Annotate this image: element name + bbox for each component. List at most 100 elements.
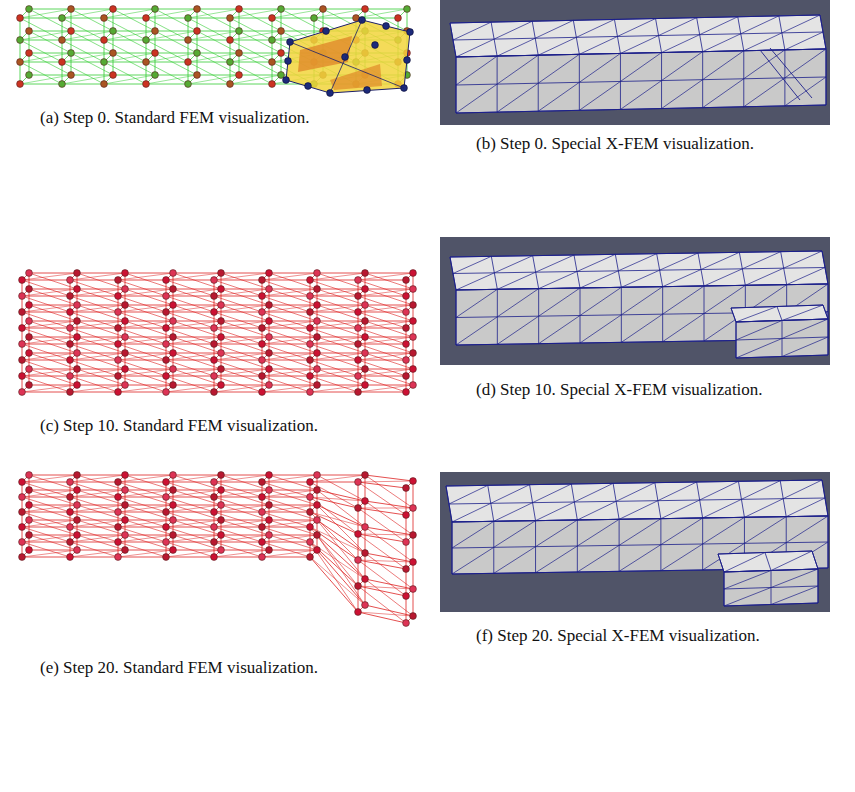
mesh-line [539, 288, 580, 316]
mesh-line [787, 268, 825, 285]
mesh-node [211, 509, 218, 516]
mesh-node [163, 524, 170, 531]
mesh-line [736, 339, 782, 359]
mesh-node [211, 341, 218, 348]
mesh-line [456, 284, 828, 290]
mesh-line [724, 571, 771, 590]
mesh-node [314, 502, 321, 509]
mesh-line [365, 527, 366, 553]
mesh-node [211, 479, 218, 486]
mesh-line [230, 18, 272, 19]
mesh-line [703, 34, 741, 52]
mesh-line [453, 32, 823, 40]
mesh-node [211, 389, 218, 396]
mesh-line [446, 480, 822, 486]
mesh-line [230, 62, 272, 63]
mesh-line [269, 273, 317, 274]
mesh-node [19, 341, 26, 348]
panel-background [440, 472, 830, 612]
mesh-line [621, 287, 662, 315]
mesh-node [259, 524, 266, 531]
mesh-node [170, 366, 177, 373]
mesh-line [20, 40, 62, 41]
mesh-node [74, 270, 81, 277]
mesh-node [307, 524, 314, 531]
mesh-line [310, 512, 358, 560]
mesh-node [362, 524, 369, 531]
mesh-node [163, 277, 170, 284]
mesh-line [619, 545, 661, 572]
mesh-node [227, 59, 234, 66]
mesh-node [362, 382, 369, 389]
mesh-node [110, 6, 117, 13]
mesh-line [62, 18, 104, 19]
mesh-node [163, 309, 170, 316]
mesh-node [410, 586, 417, 593]
mesh-node [122, 532, 129, 539]
mesh-line [456, 273, 494, 290]
mesh-node [122, 382, 129, 389]
mesh-line [456, 39, 494, 57]
mesh-node [26, 302, 33, 309]
mesh-node [403, 373, 410, 380]
mesh-node [26, 532, 33, 539]
mesh-node [17, 81, 24, 88]
mesh-node [163, 389, 170, 396]
mesh-node [404, 6, 411, 13]
mesh-line [239, 53, 281, 75]
mesh-line [118, 392, 166, 393]
mesh-node [314, 532, 321, 539]
mesh-line [20, 40, 62, 62]
mesh-node [259, 341, 266, 348]
mesh-node [170, 532, 177, 539]
mesh-line [621, 314, 662, 342]
mesh-line [188, 62, 230, 84]
mesh-line [497, 289, 538, 317]
mesh-node [74, 472, 81, 479]
mesh-node [19, 309, 26, 316]
mesh-line [452, 542, 828, 548]
mesh-line [22, 392, 70, 393]
mesh-node [314, 517, 321, 524]
mesh-node [170, 382, 177, 389]
mesh-line [71, 75, 113, 76]
mesh-node [314, 286, 321, 293]
mesh-line [579, 36, 617, 54]
mesh-line [71, 31, 113, 53]
front-face [736, 319, 828, 358]
mesh-node [259, 509, 266, 516]
mesh-line [166, 557, 214, 558]
fem-lattice [19, 472, 417, 627]
mesh-line [456, 49, 826, 57]
enriched-node [404, 57, 411, 64]
mesh-node [170, 302, 177, 309]
mesh-node [115, 277, 122, 284]
mesh-line [230, 40, 272, 41]
mesh-line [704, 269, 742, 286]
mesh-line [239, 31, 281, 32]
mesh-line [700, 481, 739, 500]
mesh-node [26, 72, 33, 79]
mesh-node [355, 531, 362, 538]
mesh-line [197, 9, 239, 10]
mesh-line [77, 475, 125, 476]
mesh-line [660, 253, 698, 270]
enriched-node [407, 29, 414, 36]
mesh-line [661, 500, 700, 519]
figure-caption: (d) Step 10. Special X-FEM visualization… [476, 378, 836, 401]
mesh-line [71, 31, 113, 32]
mesh-node [59, 59, 66, 66]
mesh-line [20, 62, 62, 84]
panel-background [440, 237, 830, 365]
mesh-node [101, 15, 108, 22]
mesh-line [197, 53, 239, 75]
mesh-line [29, 31, 71, 32]
mesh-node [218, 517, 225, 524]
mesh-line [29, 53, 71, 54]
mesh-node [410, 613, 417, 620]
mesh-node [266, 318, 273, 325]
mesh-line [577, 519, 619, 546]
mesh-line [77, 273, 125, 274]
mesh-node [115, 389, 122, 396]
mesh-line [310, 542, 358, 586]
